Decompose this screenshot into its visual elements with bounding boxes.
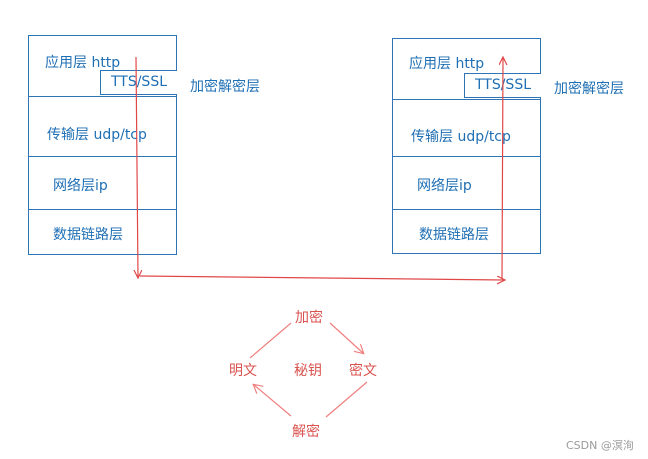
right-network-layer-label: 网络层ip	[417, 178, 472, 194]
right-datalink-layer-label: 数据链路层	[419, 227, 489, 243]
right-application-layer: 应用层 http	[393, 39, 540, 99]
encrypt-label: 加密	[295, 310, 323, 326]
right-encryption-layer-label: 加密解密层	[554, 81, 624, 97]
left-datalink-layer: 数据链路层	[29, 209, 176, 256]
plaintext-label: 明文	[229, 363, 257, 379]
right-application-layer-label: 应用层 http	[409, 56, 485, 72]
key-label: 秘钥	[294, 363, 322, 379]
left-protocol-stack: 应用层 http 传输层 udp/tcp 网络层ip 数据链路层	[28, 35, 177, 255]
left-down-arrow	[136, 56, 138, 277]
left-application-layer-label: 应用层 http	[45, 55, 121, 71]
watermark: CSDN @溟洵	[566, 439, 634, 452]
left-datalink-layer-label: 数据链路层	[53, 227, 123, 243]
plaintext-to-encrypt-line	[249, 322, 292, 359]
right-network-layer: 网络层ip	[393, 156, 540, 209]
right-up-arrow	[502, 58, 503, 280]
right-transport-layer: 传输层 udp/tcp	[393, 99, 540, 156]
left-network-layer-label: 网络层ip	[53, 178, 108, 194]
right-protocol-stack: 应用层 http 传输层 udp/tcp 网络层ip 数据链路层	[392, 38, 541, 254]
decrypt-label: 解密	[292, 424, 320, 440]
left-encryption-layer-label: 加密解密层	[190, 79, 260, 95]
ciphertext-to-decrypt-line	[325, 381, 368, 418]
left-application-layer: 应用层 http	[29, 36, 176, 96]
right-datalink-layer: 数据链路层	[393, 209, 540, 255]
left-transport-layer-label: 传输层 udp/tcp	[47, 127, 147, 143]
left-tls-ssl-sublayer: TTS/SSL	[100, 70, 177, 95]
ciphertext-label: 密文	[349, 363, 377, 379]
left-transport-layer: 传输层 udp/tcp	[29, 96, 176, 156]
transfer-arrow	[139, 275, 504, 280]
encrypt-to-ciphertext-arrow	[329, 322, 363, 353]
right-transport-layer-label: 传输层 udp/tcp	[411, 129, 511, 145]
left-network-layer: 网络层ip	[29, 156, 176, 209]
decrypt-to-plaintext-arrow	[254, 385, 292, 417]
